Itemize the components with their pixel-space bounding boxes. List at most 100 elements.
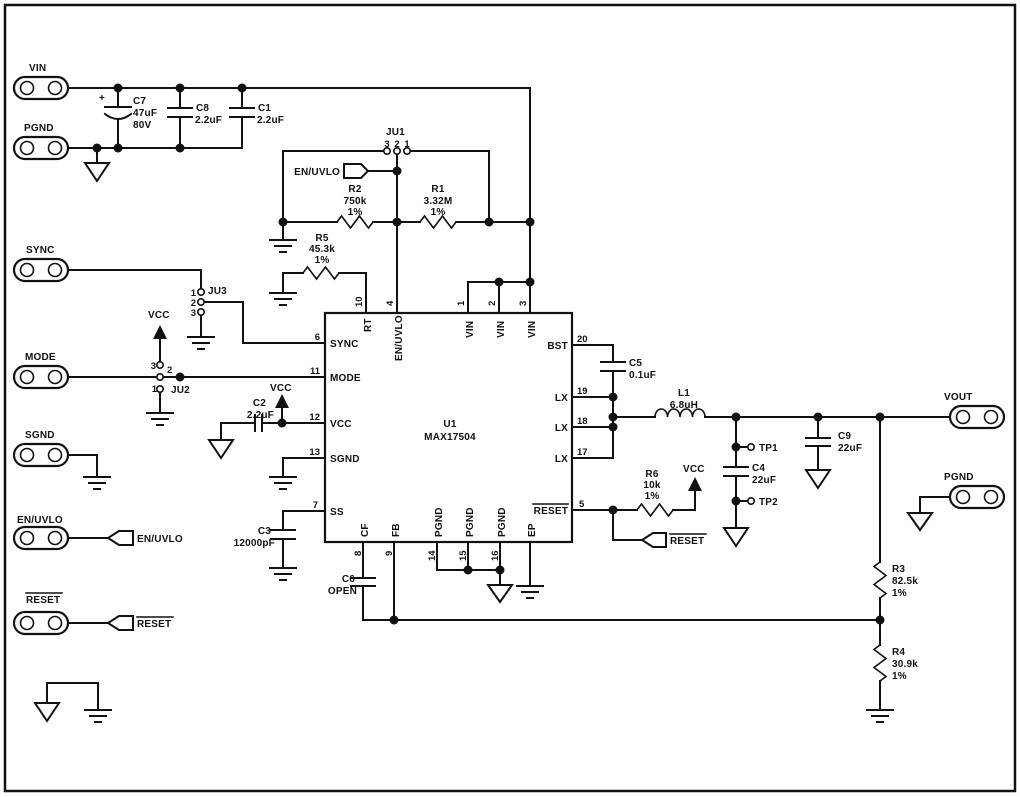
c2-value: 2.2uF [247,410,274,421]
sgnd-symbol [269,476,297,490]
svg-text:3: 3 [518,301,529,306]
svg-text:5: 5 [579,499,585,510]
r3-ref: R3 [892,564,905,575]
sgnd-symbol [269,292,297,306]
junction-dots [92,83,885,625]
ju2-label: JU2 [171,385,190,396]
sgnd-symbol [146,412,174,426]
c7-polarity: + [99,93,105,104]
pgnd-symbol [486,584,514,604]
sgnd-symbol [269,239,297,253]
svg-text:20: 20 [577,334,588,345]
svg-text:EP: EP [527,523,538,537]
sgnd-symbol [269,567,297,581]
svg-text:VIN: VIN [465,321,476,338]
c9-ref: C9 [838,431,851,442]
resistor-r2-body [335,214,375,230]
r3-value: 82.5k [892,576,918,587]
labels: VIN PGND SYNC MODE SGND EN/UVLO RESET VO… [17,63,974,682]
c7-value: 47uF [133,108,157,119]
resistor-r3-body [872,560,888,600]
c4-value: 22uF [752,475,776,486]
sgnd-symbol [516,585,544,599]
c8-value: 2.2uF [195,115,222,126]
svg-text:17: 17 [577,447,588,458]
c5-ref: C5 [629,358,642,369]
r5-ref: R5 [315,233,328,244]
svg-text:19: 19 [577,386,588,397]
sgnd-label: SGND [25,430,55,441]
svg-text:PGND: PGND [465,507,476,537]
pad-en-uvlo [12,525,70,551]
svg-text:16: 16 [490,550,501,561]
r4-ref: R4 [892,647,905,658]
pad-mode [12,364,70,390]
svg-text:1: 1 [456,300,467,306]
r4-value: 30.9k [892,659,918,670]
vcc-arrow-icon [153,325,167,339]
c1-value: 2.2uF [257,115,284,126]
svg-text:3: 3 [191,308,196,319]
tp2-label: TP2 [759,497,778,508]
connector-pads [12,75,1006,636]
svg-text:6: 6 [315,332,320,343]
sgnd-symbol [187,336,215,350]
svg-text:PGND: PGND [497,507,508,537]
ic-ref: U1 [443,419,456,430]
page-border [3,3,1017,793]
pgnd-symbol [722,527,750,548]
resistor-r1-body [418,214,458,230]
r1-tol: 1% [431,207,446,218]
svg-text:4: 4 [385,300,396,306]
vout-label: VOUT [944,392,973,403]
svg-text:LX: LX [555,454,568,465]
l1-ref: L1 [678,388,690,399]
c6-value: OPEN [328,586,357,597]
c3-value: 12000pF [234,538,275,549]
vcc-arrow-icon [688,477,702,491]
c2-ref: C2 [253,398,266,409]
svg-text:PGND: PGND [434,507,445,537]
svg-text:VCC: VCC [330,419,352,430]
svg-text:10: 10 [354,296,365,307]
svg-text:18: 18 [577,416,588,427]
c5-value: 0.1uF [629,370,656,381]
svg-text:BST: BST [547,341,568,352]
pad-vin [12,75,70,101]
svg-text:RT: RT [363,318,374,332]
vin-label: VIN [29,63,46,74]
pgnd-out-label: PGND [944,472,974,483]
svg-text:13: 13 [309,447,320,458]
r3-tol: 1% [892,588,907,599]
svg-text:MODE: MODE [330,373,361,384]
ju1-label: JU1 [386,127,405,138]
pad-pgnd-in [12,135,70,161]
resistor-r5-body [301,265,341,281]
sgnd-symbol [83,476,111,490]
r2-value: 750k [343,196,366,207]
c4-ref: C4 [752,463,765,474]
svg-text:FB: FB [391,523,402,537]
en-uvlo-label: EN/UVLO [17,515,63,526]
svg-text:8: 8 [353,551,364,556]
svg-text:CF: CF [360,523,371,537]
svg-text:11: 11 [310,366,321,377]
vcc-label: VCC [148,310,170,321]
pad-sgnd [12,442,70,468]
sgnd-symbol [84,709,112,723]
svg-text:1: 1 [152,384,158,395]
pgnd-symbol [906,512,934,532]
svg-text:SYNC: SYNC [330,339,359,350]
r2-ref: R2 [348,184,361,195]
component-bodies [301,214,888,683]
en-uvlo-tag-label: EN/UVLO [137,534,183,545]
c8-ref: C8 [196,103,209,114]
c6-ref: C6 [342,574,355,585]
pgnd-in-label: PGND [24,123,54,134]
svg-text:2: 2 [167,365,172,376]
ic-u1-body [323,311,574,544]
tp1-label: TP1 [759,443,778,454]
reset-label: RESET [26,595,60,606]
